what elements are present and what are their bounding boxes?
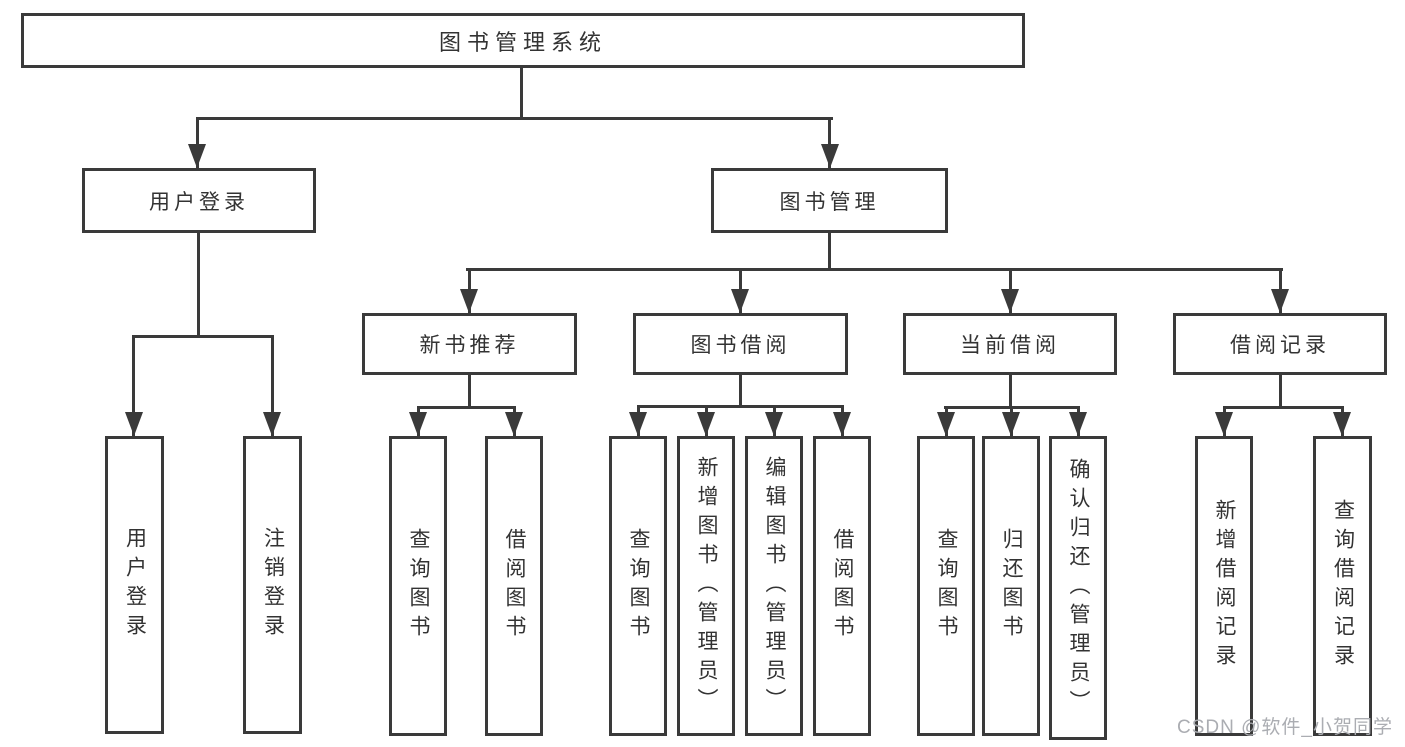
- connector-line: [197, 233, 200, 338]
- arrow-down-icon: [409, 412, 427, 436]
- leaf-borrow-books-2: 借阅图书: [813, 436, 871, 736]
- connector-line: [1223, 406, 1344, 409]
- arrow-down-icon: [731, 289, 749, 313]
- leaf-query-borrow-record: 查询借阅记录: [1313, 436, 1372, 736]
- connector-line: [196, 117, 833, 120]
- connector-line: [417, 406, 516, 409]
- connector-line: [1009, 375, 1012, 408]
- arrow-down-icon: [937, 412, 955, 436]
- leaf-confirm-return-admin: 确认归还（管理员）: [1049, 436, 1107, 740]
- arrow-down-icon: [629, 412, 647, 436]
- arrow-down-icon: [697, 412, 715, 436]
- node-book-management: 图书管理: [711, 168, 948, 233]
- node-book-borrowing: 图书借阅: [633, 313, 848, 375]
- connector-line: [828, 233, 831, 271]
- leaf-query-books-2: 查询图书: [609, 436, 667, 736]
- leaf-edit-book-admin: 编辑图书（管理员）: [745, 436, 803, 736]
- node-new-book-recommendation: 新书推荐: [362, 313, 577, 375]
- arrow-down-icon: [833, 412, 851, 436]
- leaf-return-book: 归还图书: [982, 436, 1040, 736]
- arrow-down-icon: [1215, 412, 1233, 436]
- arrow-down-icon: [1333, 412, 1351, 436]
- connector-line: [196, 117, 199, 168]
- connector-line: [466, 268, 1283, 271]
- arrow-down-icon: [188, 144, 206, 168]
- node-current-borrowing: 当前借阅: [903, 313, 1117, 375]
- arrow-down-icon: [263, 412, 281, 436]
- connector-line: [520, 66, 523, 118]
- arrow-down-icon: [1002, 412, 1020, 436]
- connector-line: [132, 335, 135, 436]
- node-user-login: 用户登录: [82, 168, 316, 233]
- leaf-query-books-3: 查询图书: [917, 436, 975, 736]
- leaf-borrow-books-1: 借阅图书: [485, 436, 543, 736]
- connector-line: [828, 117, 831, 168]
- leaf-add-book-admin: 新增图书（管理员）: [677, 436, 735, 736]
- leaf-logout-login: 注销登录: [243, 436, 302, 734]
- node-borrowing-records: 借阅记录: [1173, 313, 1387, 375]
- node-library-management-system: 图书管理系统: [21, 13, 1025, 68]
- arrow-down-icon: [460, 289, 478, 313]
- connector-line: [637, 405, 844, 408]
- connector-line: [271, 335, 274, 436]
- arrow-down-icon: [1069, 412, 1087, 436]
- leaf-user-login: 用户登录: [105, 436, 164, 734]
- connector-line: [132, 335, 274, 338]
- connector-line: [468, 375, 471, 408]
- connector-line: [739, 375, 742, 408]
- leaf-query-books-1: 查询图书: [389, 436, 447, 736]
- arrow-down-icon: [765, 412, 783, 436]
- connector-line: [1279, 375, 1282, 408]
- arrow-down-icon: [1271, 289, 1289, 313]
- arrow-down-icon: [505, 412, 523, 436]
- leaf-add-borrow-record: 新增借阅记录: [1195, 436, 1253, 736]
- arrow-down-icon: [821, 144, 839, 168]
- watermark: CSDN @软件_小贺同学: [1177, 717, 1393, 738]
- arrow-down-icon: [125, 412, 143, 436]
- arrow-down-icon: [1001, 289, 1019, 313]
